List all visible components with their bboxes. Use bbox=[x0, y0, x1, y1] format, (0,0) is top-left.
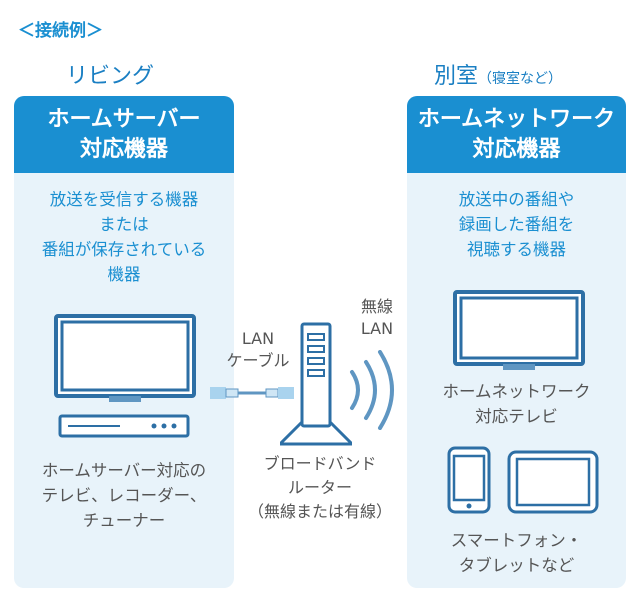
other-room-note: （寝室など） bbox=[478, 71, 563, 87]
home-server-description: 放送を受信する機器 または 番組が保存されている 機器 bbox=[14, 187, 234, 287]
home-server-desc-line: 番組が保存されている bbox=[41, 240, 207, 259]
wireless-lan-label-line1: 無線 bbox=[360, 297, 393, 316]
router-caption-line: ブロードバンド bbox=[263, 454, 377, 473]
tablet-icon bbox=[507, 450, 599, 514]
tv-icon bbox=[54, 314, 196, 402]
home-network-header-line2: 対応機器 bbox=[472, 137, 561, 162]
lan-cable-label-line1: LAN bbox=[241, 329, 275, 348]
mobile-caption-line: スマートフォン・ bbox=[450, 531, 583, 550]
home-server-desc-line: 機器 bbox=[107, 265, 141, 284]
home-server-desc-line: または bbox=[99, 215, 149, 234]
router-caption: ブロードバンド ルーター （無線または有線） bbox=[234, 452, 406, 524]
mobile-caption: スマートフォン・ タブレットなど bbox=[407, 528, 626, 578]
other-room-name: 別室 bbox=[434, 64, 479, 89]
other-room-title: 別室（寝室など） bbox=[434, 58, 562, 90]
lan-cable-icon bbox=[210, 387, 294, 399]
home-server-header-line2: 対応機器 bbox=[79, 137, 168, 162]
home-network-desc-line: 放送中の番組や bbox=[458, 190, 575, 209]
home-network-desc-line: 視聴する機器 bbox=[467, 240, 566, 259]
router-caption-line: ルーター bbox=[287, 478, 352, 497]
home-network-panel-header: ホームネットワーク 対応機器 bbox=[407, 96, 626, 173]
network-tv-caption-line: ホームネットワーク bbox=[442, 382, 591, 401]
mobile-caption-line: タブレットなど bbox=[458, 556, 575, 575]
network-tv-caption: ホームネットワーク 対応テレビ bbox=[407, 379, 626, 429]
home-server-panel-header: ホームサーバー 対応機器 bbox=[14, 96, 234, 173]
home-network-desc-line: 録画した番組を bbox=[458, 215, 575, 234]
example-heading: ＜接続例＞ bbox=[18, 21, 103, 41]
home-server-caption: ホームサーバー対応の テレビ、レコーダー、 チューナー bbox=[14, 458, 234, 533]
router-icon bbox=[280, 322, 352, 446]
home-server-caption-line: ホームサーバー対応の bbox=[41, 461, 207, 480]
router-caption-line: （無線または有線） bbox=[247, 502, 392, 521]
network-tv-caption-line: 対応テレビ bbox=[475, 407, 558, 426]
recorder-icon bbox=[58, 414, 190, 438]
home-network-panel: ホームネットワーク 対応機器 放送中の番組や 録画した番組を 視聴する機器 ホー… bbox=[407, 96, 626, 588]
home-server-caption-line: チューナー bbox=[82, 511, 166, 530]
living-room-title: リビング bbox=[66, 64, 155, 89]
wireless-lan-label: 無線 LAN bbox=[342, 296, 412, 340]
home-server-header-line1: ホームサーバー bbox=[47, 107, 201, 132]
home-network-header-line1: ホームネットワーク bbox=[417, 107, 616, 132]
home-server-desc-line: 放送を受信する機器 bbox=[49, 190, 199, 209]
wireless-wave-icon bbox=[350, 350, 394, 430]
wireless-lan-label-line2: LAN bbox=[360, 319, 394, 338]
lan-cable-label-line2: ケーブル bbox=[226, 351, 290, 370]
tv-icon bbox=[453, 290, 585, 370]
home-server-panel: ホームサーバー 対応機器 放送を受信する機器 または 番組が保存されている 機器… bbox=[14, 96, 234, 588]
home-server-caption-line: テレビ、レコーダー、 bbox=[41, 486, 207, 505]
lan-cable-label: LAN ケーブル bbox=[218, 328, 298, 372]
home-network-description: 放送中の番組や 録画した番組を 視聴する機器 bbox=[407, 187, 626, 262]
smartphone-icon bbox=[447, 446, 491, 514]
